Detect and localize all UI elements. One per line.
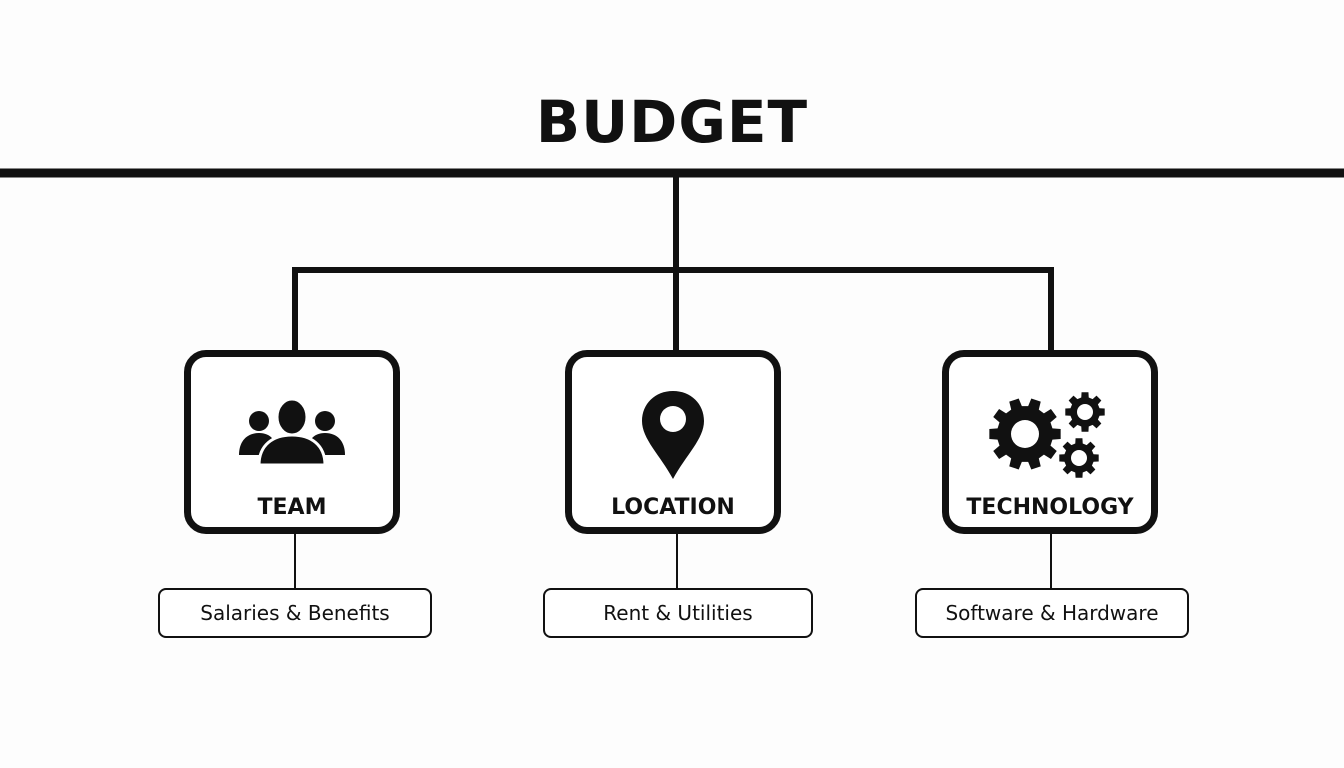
detail-label-location: Rent & Utilities [603,601,752,625]
detail-box-team: Salaries & Benefits [158,588,432,638]
node-technology: TECHNOLOGY [942,350,1158,534]
gear-hole-3 [1071,450,1087,466]
gear-hole-1 [1011,420,1039,448]
node-label-technology: TECHNOLOGY [949,495,1151,520]
node-location: LOCATION [565,350,781,534]
diagram-title: BUDGET [0,88,1344,156]
node-label-team: TEAM [191,495,393,520]
node-label-location: LOCATION [572,495,774,520]
location-pin-icon [608,387,738,483]
node-team: TEAM [184,350,400,534]
detail-box-location: Rent & Utilities [543,588,813,638]
detail-label-team: Salaries & Benefits [200,601,389,625]
gears-icon [985,387,1115,483]
gear-hole-2 [1077,404,1093,420]
detail-box-technology: Software & Hardware [915,588,1189,638]
detail-label-technology: Software & Hardware [945,601,1158,625]
team-people-icon [227,387,357,483]
